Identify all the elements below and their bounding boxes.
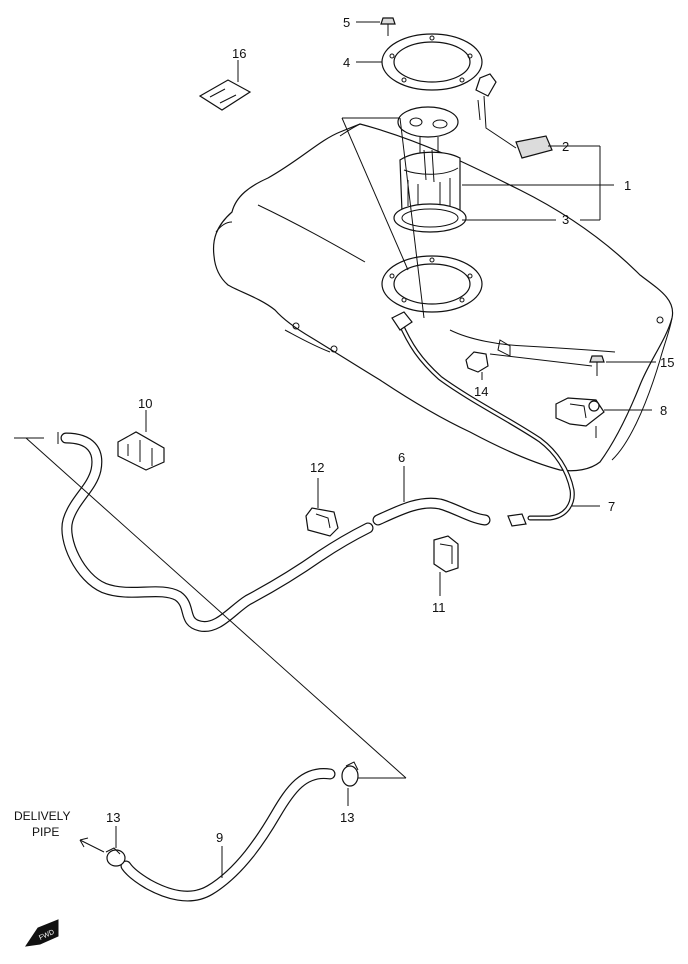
- part-2-sender: [475, 73, 590, 159]
- callout-1: 1: [624, 178, 631, 193]
- part-8-bracket: 8: [555, 397, 667, 438]
- part-3-gasket: [393, 203, 556, 233]
- fuel-hose-long: [57, 432, 374, 632]
- callout-13-right: 13: [340, 810, 354, 825]
- callout-13-left: 13: [106, 810, 120, 825]
- pipe-label: PIPE: [32, 825, 59, 839]
- long-leader-lines: [14, 437, 407, 779]
- callout-10: 10: [138, 396, 152, 411]
- part-4-ring: 4: [343, 33, 483, 91]
- part-5-bolt: 5: [343, 15, 396, 36]
- callout-6: 6: [398, 450, 405, 465]
- callout-group-1-2-3: 2 1 3: [562, 139, 631, 227]
- part-10-clip: 10: [117, 396, 165, 471]
- part-13-clamp-right: 13: [340, 761, 359, 825]
- delively-pipe-annotation: DELIVELY PIPE: [14, 809, 105, 853]
- callout-11: 11: [432, 600, 446, 615]
- part-16-bracket: 16: [198, 46, 252, 111]
- callout-15: 15: [660, 355, 674, 370]
- callout-3: 3: [562, 212, 569, 227]
- callout-5: 5: [343, 15, 350, 30]
- part-15-bolt: 15: [589, 355, 674, 376]
- part-12-clip: 12: [305, 460, 339, 537]
- fuel-tank: [212, 123, 674, 472]
- part-14-clamp: 14: [465, 339, 593, 399]
- part-9-hose: 9: [120, 768, 336, 902]
- callout-16: 16: [232, 46, 246, 61]
- callout-9: 9: [216, 830, 223, 845]
- callout-7: 7: [608, 499, 615, 514]
- callout-14: 14: [474, 384, 488, 399]
- part-1-fuel-pump: [397, 106, 610, 221]
- delively-label: DELIVELY: [14, 809, 70, 823]
- part-11-clip: 11: [432, 535, 459, 615]
- part-7-fuel-line: 7: [391, 311, 615, 527]
- callout-8: 8: [660, 403, 667, 418]
- module-leader-lines: [341, 117, 425, 319]
- callout-4: 4: [343, 55, 350, 70]
- callout-12: 12: [310, 460, 324, 475]
- part-6-hose: 6: [372, 450, 491, 526]
- callout-2: 2: [562, 139, 569, 154]
- part-13-clamp-left: 13: [105, 810, 126, 867]
- fwd-arrow-icon: FWD: [24, 919, 59, 947]
